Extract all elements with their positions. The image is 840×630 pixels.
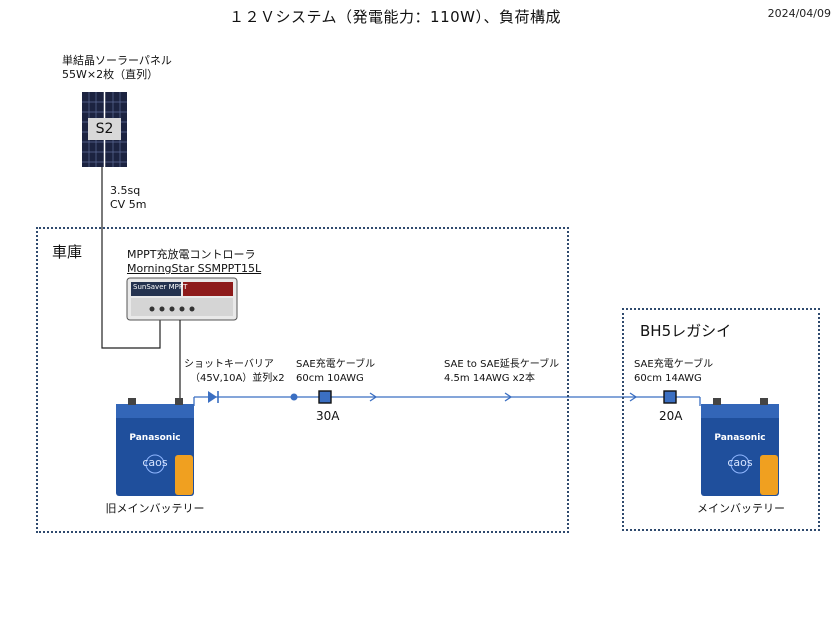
diode-label: ショットキーバリア （45V,10A）並列x2 [184,359,285,384]
cable-arrows [369,392,638,402]
garage-frame [36,227,569,533]
main-battery-icon [701,398,779,496]
charge-controller [126,277,238,321]
solar-panel-label: 単結晶ソーラーパネル 55W×2枚（直列） [62,54,172,81]
solar-cable-label: 3.5sq CV 5m [110,184,147,211]
fuse-20a-label: 20A [659,409,683,423]
legacy-label: BH5レガシイ [640,322,732,340]
fuse-20a-icon [663,390,677,404]
old-battery-caption: 旧メインバッテリー [105,502,205,515]
garage-label: 車庫 [52,243,83,261]
solar-cable-wire [101,167,161,349]
fuse-30a-icon [318,390,332,404]
sae-connector-icon [290,393,298,401]
fuse-30a-label: 30A [316,409,340,423]
date-stamp: 2024/04/09 [767,7,831,20]
sae-cable-1-label: SAE充電ケーブル 60cm 10AWG [296,359,376,384]
main-battery-model: caos [727,456,753,469]
panel-tag-box [88,118,121,140]
old-battery-model: caos [142,456,168,469]
solar-panel-tag: S2 [95,121,114,137]
schottky-diode-icon [208,391,219,403]
sae-cable-2-label: SAE充電ケーブル 60cm 14AWG [634,359,714,384]
controller-brand: SunSaver MPPT [133,283,188,291]
main-battery-caption: メインバッテリー [697,502,785,515]
legacy-frame [622,308,820,531]
page-title: １２Ｖシステム（発電能力：110W）、負荷構成 [228,8,561,26]
main-battery-brand: Panasonic [714,433,766,443]
old-battery-icon [116,398,194,496]
sae-extension-label: SAE to SAE延長ケーブル 4.5m 14AWG x2本 [444,359,560,384]
controller-label: MPPT充放電コントローラ MorningStar SSMPPT15L [127,248,262,275]
old-battery-brand: Panasonic [129,433,181,443]
